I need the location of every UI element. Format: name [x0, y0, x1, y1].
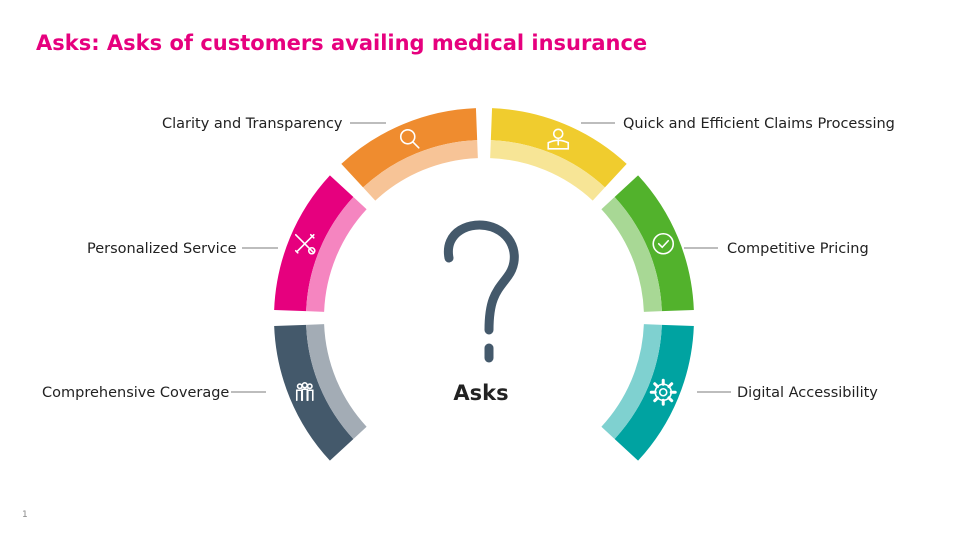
leader-line-personalized — [242, 247, 278, 249]
label-competitive-pricing: Competitive Pricing — [727, 241, 869, 257]
magnifier-icon — [399, 128, 420, 149]
arc-segment-clarity-and-transparency — [341, 108, 478, 201]
arc-segment-quick-and-efficient-claims-processing — [490, 108, 627, 201]
arc-segment-inner — [363, 140, 478, 201]
arc-segment-inner — [306, 197, 367, 312]
arc-segment-outer — [614, 175, 694, 312]
leader-line-clarity — [350, 122, 386, 124]
arc-segment-inner — [601, 197, 662, 312]
arc-segment-inner — [490, 140, 605, 201]
leader-line-pricing — [684, 247, 718, 249]
arc-segment-outer — [341, 108, 478, 188]
leader-line-digital — [697, 391, 731, 393]
center-label: Asks — [453, 381, 509, 405]
slide-title: Asks: Asks of customers availing medical… — [36, 31, 648, 55]
tools-icon — [294, 233, 316, 255]
arc-segment-inner — [306, 324, 367, 439]
label-clarity-and-transparency: Clarity and Transparency — [162, 116, 343, 132]
label-digital-accessibility: Digital Accessibility — [737, 385, 878, 401]
people-icon — [295, 382, 314, 402]
arc-segment-outer — [490, 108, 627, 188]
label-quick-and-efficient-claims-processing: Quick and Efficient Claims Processing — [623, 116, 895, 132]
arc-segment-outer — [274, 324, 354, 461]
check-circle-icon — [652, 232, 675, 255]
arc-segment-competitive-pricing — [601, 175, 694, 312]
arc-segment-personalized-service — [274, 175, 367, 312]
arc-segment-inner — [601, 324, 662, 439]
arc-segment-digital-accessibility — [601, 324, 694, 461]
label-personalized-service: Personalized Service — [87, 241, 237, 257]
person-icon — [547, 128, 570, 150]
arc-segment-outer — [274, 175, 354, 312]
leader-line-claims — [581, 122, 615, 124]
arc-segment-comprehensive-coverage — [274, 324, 367, 461]
question-mark-icon — [443, 220, 519, 363]
gear-icon — [649, 378, 677, 406]
slide-number: 1 — [22, 510, 28, 520]
label-comprehensive-coverage: Comprehensive Coverage — [42, 385, 230, 401]
leader-line-comprehensive — [231, 391, 266, 393]
